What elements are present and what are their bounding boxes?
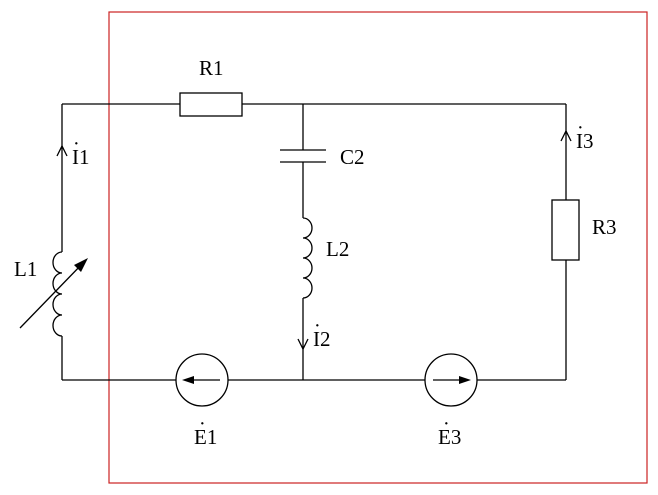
inductor-l2 [302,217,313,299]
label-l1: L1 [14,257,37,281]
voltage-source-e1 [175,353,229,407]
label-l2: L2 [326,237,349,261]
selection-frame [108,11,648,484]
phasor-dot-e1: · [199,413,206,435]
phasor-dot-e3: · [443,413,450,435]
phasor-dot-i3: · [577,117,584,139]
label-r3: R3 [592,215,617,239]
resistor-r3 [551,199,580,261]
phasor-dot-i1: · [73,133,80,155]
variable-inductor-l1 [19,251,88,337]
label-r1: R1 [199,56,224,80]
resistor-r1 [179,92,243,117]
current-arrow-i3 [560,129,572,142]
capacitor-c2 [280,149,326,163]
label-e3: E3 [438,425,461,449]
phasor-dot-i2: · [314,315,321,337]
current-arrow-i1 [56,144,68,157]
label-e1: E1 [194,425,217,449]
label-i2: I2 [313,327,331,351]
voltage-source-e3 [424,353,478,407]
label-i3: I3 [576,129,594,153]
current-arrow-i2 [297,338,309,351]
label-c2: C2 [340,145,365,169]
label-i1: I1 [72,145,90,169]
